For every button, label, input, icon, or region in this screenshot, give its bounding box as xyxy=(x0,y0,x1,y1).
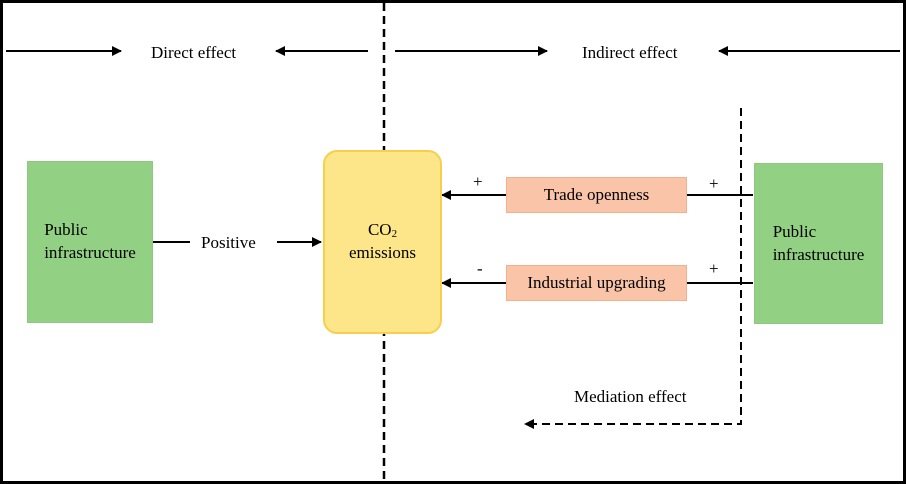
mediation-effect-arrow xyxy=(524,108,742,429)
positive-label: Positive xyxy=(201,233,256,252)
node-text-line1: Public xyxy=(772,221,817,241)
industrial-sign-right: + xyxy=(709,259,719,278)
trade-openness-node: Trade openness xyxy=(506,177,687,213)
node-text-line2: infrastructure xyxy=(44,243,136,262)
industrial-sign-left: - xyxy=(477,259,483,278)
co2-label: CO2 xyxy=(368,219,397,242)
co2-text: CO xyxy=(367,220,392,240)
public-infrastructure-right-node: Public infrastructure xyxy=(754,163,883,324)
trade-sign-left: + xyxy=(473,172,483,191)
public-infrastructure-left-node: Public infrastructure xyxy=(27,161,153,323)
node-text-line1: Public xyxy=(44,220,88,240)
industrial-upgrading-node: Industrial upgrading xyxy=(506,265,687,301)
trade-sign-right: + xyxy=(709,174,719,193)
indirect-effect-label: Indirect effect xyxy=(582,43,678,62)
co2-emissions-node: CO2 emissions xyxy=(323,150,442,334)
emissions-label: emissions xyxy=(348,243,417,262)
co2-subscript: 2 xyxy=(391,228,398,241)
node-text-line2: infrastructure xyxy=(772,244,865,264)
direct-effect-label: Direct effect xyxy=(151,43,237,62)
mediation-effect-label: Mediation effect xyxy=(574,387,687,406)
